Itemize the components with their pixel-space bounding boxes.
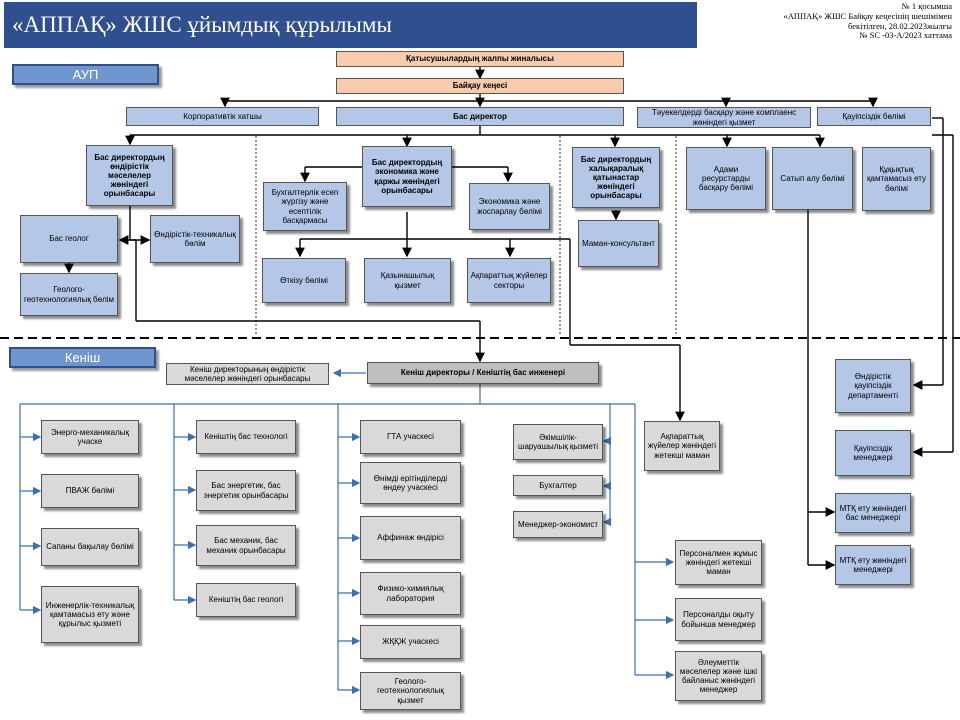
consultant-manager-box: Маман-консультант xyxy=(578,220,659,267)
approval-note: № 1 қосымша «АППАҚ» ЖШС Байқау кеңесінің… xyxy=(712,1,953,41)
hr-lead-box: Персоналмен жұмыс жөніндегі жетекші мама… xyxy=(675,540,762,585)
zhkkzh-site-box: ЖҚҚЖ учаскесі xyxy=(360,625,461,659)
energy-mech-site-box: Энерго-механикалық учаске xyxy=(41,420,139,454)
economic-planning-box: Экономика және жоспарлау бөлімі xyxy=(469,183,550,230)
approval-line: № 1 қосымша xyxy=(901,1,952,11)
approval-line: «АППАҚ» ЖШС Байқау кеңесінің шешімімен xyxy=(783,10,953,21)
section-label-aup: АУП xyxy=(12,64,159,85)
social-manager-box: Әлеуметтік мәселелер және ішкі байланыс … xyxy=(675,651,762,701)
deputy-economics-box: Бас директордың экономика және қаржы жөн… xyxy=(362,146,452,207)
legal-dept-box: Құқықтық қамтамасыз ету бөлімі xyxy=(862,147,931,211)
gta-site-box: ГТА учаскесі xyxy=(360,420,461,454)
production-technical-box: Өндірістік-техникалық бөлім xyxy=(150,215,240,263)
general-director-box: Бас директор xyxy=(336,107,624,126)
mine-deputy-production-box: Кеніш директорының өндірістік мәселелер … xyxy=(166,363,329,385)
training-manager-box: Персоналды оқыту бойынша менеджер xyxy=(675,598,762,641)
admin-service-box: Әкімшілік-шаруашылық қызметі xyxy=(513,424,603,460)
section-label-kenish: Кеніш xyxy=(9,347,156,368)
geo-service-box: Геолого-геотехнологиялық қызмет xyxy=(360,672,461,710)
page-title: «АППАҚ» ЖШС ұйымдық құрылымы xyxy=(4,2,697,48)
mine-chief-geologist-box: Кеніштің бас геологі xyxy=(196,583,296,617)
safety-manager-box: Қауіпсіздік менеджері xyxy=(835,430,911,476)
sales-dept-box: Өткізу бөлімі xyxy=(262,258,346,303)
it-sector-box: Ақпараттық жүйелер секторы xyxy=(467,258,551,303)
lab-box: Физико-химиялық лаборатория xyxy=(360,572,461,615)
accounting-mgmt-box: Бухгалтерлік есеп жүргізу және есептілік… xyxy=(263,182,347,231)
hr-dept-box: Адами ресурстарды басқару бөлімі xyxy=(686,147,766,210)
procurement-dept-box: Сатып алу бөлімі xyxy=(772,147,853,210)
industrial-safety-dept-box: Өндірістік қауіпсіздік департаменті xyxy=(835,359,911,413)
mine-director-box: Кеніш директоры / Кеніштің бас инженері xyxy=(367,362,599,384)
emergency-deputy-box: МТҚ ету жөніндегі бас менеджері xyxy=(835,493,911,533)
general-meeting-box: Қатысушылардың жалпы жиналысы xyxy=(336,51,624,67)
refining-box: Аффинаж өндірісі xyxy=(360,516,461,560)
deputy-production-box: Бас директордың өндірістік мәселелер жөн… xyxy=(86,145,173,206)
deputy-international-box: Бас директордың халықаралық қатынастар ж… xyxy=(572,147,660,208)
it-lead-specialist-box: Ақпараттық жүйелер жөніндегі жетекші мам… xyxy=(644,421,720,471)
security-dept-box: Қауіпсіздік бөлімі xyxy=(817,107,931,126)
accountant-box: Бухгалтер xyxy=(513,475,603,496)
risk-compliance-box: Тәуекелдерді басқару және комплаенс жөні… xyxy=(637,107,811,128)
chief-geologist-box: Бас геолог xyxy=(20,215,118,263)
chief-energy-box: Бас энергетик, бас энергетик орынбасары xyxy=(196,470,296,511)
approval-line: бекітілген, 28.02.2023жылғы xyxy=(847,20,952,31)
supervisory-board-box: Байқау кеңесі xyxy=(336,78,624,94)
solution-processing-box: Өнімді ерітінділерді өндеу учаскесі xyxy=(360,462,461,504)
treasury-box: Қазынашылық қызмет xyxy=(364,258,451,303)
chief-mechanic-box: Бас механик, бас механик орынбасары xyxy=(196,525,296,566)
chief-technologist-box: Кеніштің бас технологі xyxy=(196,420,296,454)
emergency-manager-box: МТҚ ету жөніндегі менеджері xyxy=(835,545,911,585)
manager-economist-box: Менеджер-экономист xyxy=(513,511,603,538)
quality-control-box: Сапаны бақылау бөлімі xyxy=(41,528,139,566)
approval-line: № SC -03-А/2023 хаттама xyxy=(859,30,952,41)
geo-technology-box: Геолого-геотехнологиялық бөлім xyxy=(20,273,118,316)
engineering-support-box: Инженерлік-техникалық қамтамасыз ету жән… xyxy=(41,586,139,643)
pvaj-dept-box: ПВАЖ бөлімі xyxy=(41,474,139,508)
corporate-secretary-box: Корпоративтік хатшы xyxy=(126,107,319,126)
